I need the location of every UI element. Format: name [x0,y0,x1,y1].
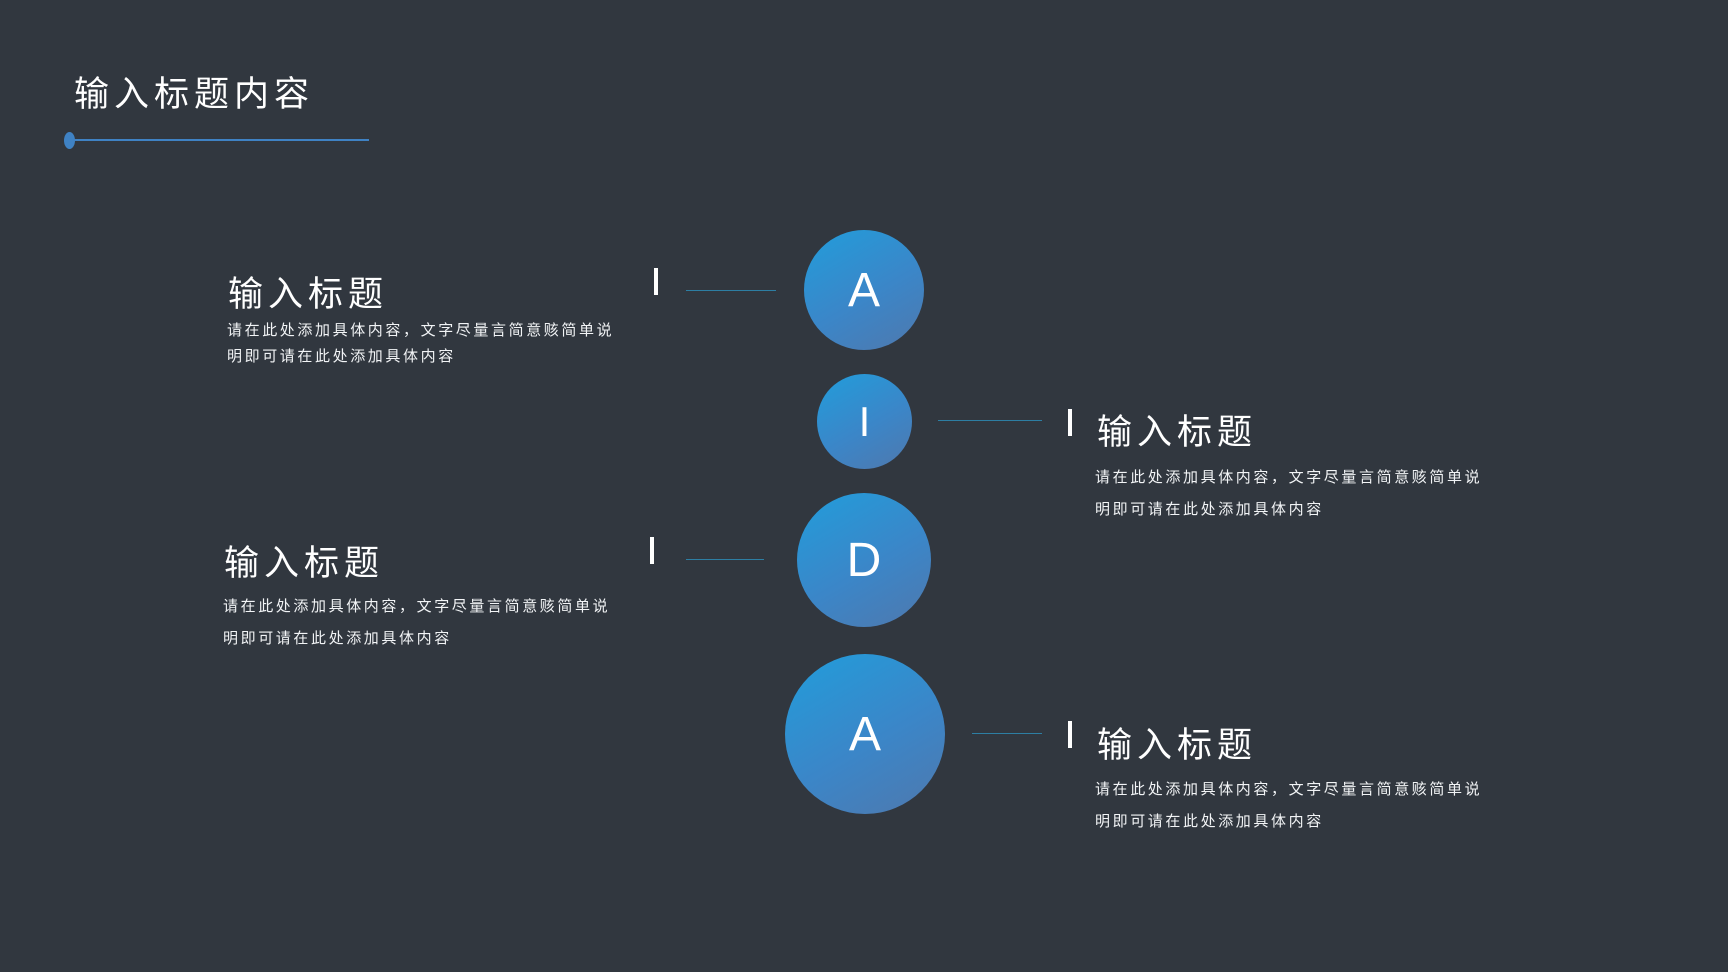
node-title-3: 输入标题 [224,544,385,584]
page-title: 输入标题内容 [74,75,315,115]
node-circle-2: I [817,374,912,469]
node-title-1: 输入标题 [228,275,389,315]
node-description-1: 请在此处添加具体内容，文字尽量言简意赅简单说 明即可请在此处添加具体内容 [227,317,614,369]
node-description-2-line-1: 请在此处添加具体内容，文字尽量言简意赅简单说 [1095,468,1483,486]
connector-line-4 [972,733,1042,734]
connector-line-3 [686,559,764,560]
node-title-2: 输入标题 [1097,413,1258,453]
tick-mark-4 [1068,721,1072,748]
node-circle-3: D [797,493,931,627]
node-description-3-line-1: 请在此处添加具体内容，文字尽量言简意赅简单说 [223,597,611,615]
tick-mark-1 [654,268,658,295]
node-description-3: 请在此处添加具体内容，文字尽量言简意赅简单说 明即可请在此处添加具体内容 [223,590,610,654]
node-description-1-line-1: 请在此处添加具体内容，文字尽量言简意赅简单说 [227,321,615,339]
title-underline [70,139,369,141]
connector-line-2 [938,420,1042,421]
title-underline-dot [64,132,75,149]
node-circle-4: A [785,654,945,814]
connector-line-1 [686,290,776,291]
node-description-3-line-2: 明即可请在此处添加具体内容 [223,629,452,647]
node-circle-1: A [804,230,924,350]
node-title-4: 输入标题 [1097,726,1258,766]
tick-mark-2 [1068,409,1072,436]
node-description-2-line-2: 明即可请在此处添加具体内容 [1095,500,1324,518]
tick-mark-3 [650,537,654,564]
node-description-4-line-1: 请在此处添加具体内容，文字尽量言简意赅简单说 [1095,780,1483,798]
node-description-4-line-2: 明即可请在此处添加具体内容 [1095,812,1324,830]
node-description-1-line-2: 明即可请在此处添加具体内容 [227,347,456,365]
node-description-4: 请在此处添加具体内容，文字尽量言简意赅简单说 明即可请在此处添加具体内容 [1095,773,1482,837]
node-description-2: 请在此处添加具体内容，文字尽量言简意赅简单说 明即可请在此处添加具体内容 [1095,461,1482,525]
